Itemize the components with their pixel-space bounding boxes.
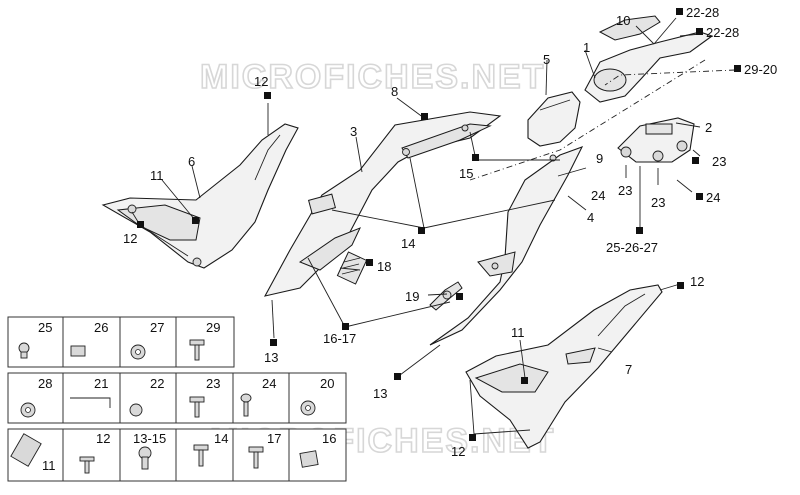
callout-1: 1 [583, 40, 590, 55]
callout-23-left: 23 [618, 183, 632, 198]
callout-13-right: 13 [373, 386, 387, 401]
legend-cell: 17 [232, 428, 291, 482]
callout-24-left: 24 [591, 188, 605, 203]
callout-12-left: 12 [123, 231, 137, 246]
callout-6: 6 [188, 154, 195, 169]
part-6-side-panel [101, 123, 299, 269]
callout-18: 18 [377, 259, 391, 274]
svg-text:26: 26 [94, 320, 108, 335]
part-3-tail-panel [263, 111, 502, 297]
svg-text:22: 22 [150, 376, 164, 391]
callout-12-top: 12 [254, 74, 268, 89]
callout-3: 3 [350, 124, 357, 139]
callout-4: 4 [587, 210, 594, 225]
svg-text:11: 11 [42, 458, 56, 473]
part-4-inner-panel [429, 146, 584, 346]
callout-7: 7 [625, 362, 632, 377]
callout-5: 5 [543, 52, 550, 67]
part-7-side-panel [465, 284, 663, 449]
callout-11-left: 11 [150, 168, 164, 183]
svg-text:17: 17 [267, 431, 281, 446]
callout-10: 10 [616, 13, 630, 28]
watermark-top: MICROFICHES.NET [200, 58, 545, 96]
legend-cell: 16 [288, 428, 347, 482]
callout-12-bottom: 12 [451, 444, 465, 459]
part-18-clip [336, 251, 368, 285]
callout-29-20: 29-20 [744, 62, 777, 77]
callout-9: 9 [596, 151, 603, 166]
hardware-legend: 25 26 27 29 28 21 [7, 316, 347, 482]
legend-cell: 13-15 [119, 428, 178, 482]
svg-text:12: 12 [96, 431, 110, 446]
svg-text:29: 29 [206, 320, 220, 335]
part-19-clip [429, 281, 463, 311]
svg-text:14: 14 [214, 431, 228, 446]
callout-23-middle: 23 [651, 195, 665, 210]
callout-25-26-27: 25-26-27 [606, 240, 658, 255]
legend-cell: 21 [62, 372, 122, 424]
callout-14: 14 [401, 236, 415, 251]
svg-text:23: 23 [206, 376, 220, 391]
legend-cell: 11 [7, 428, 65, 482]
legend-cell: 27 [119, 316, 178, 368]
svg-text:13-15: 13-15 [133, 431, 166, 446]
svg-text:28: 28 [38, 376, 52, 391]
callout-8: 8 [391, 84, 398, 99]
leader-lines [131, 17, 736, 435]
callout-16-17: 16-17 [323, 331, 356, 346]
callout-24-right: 24 [706, 190, 720, 205]
legend-cell: 22 [119, 372, 178, 424]
callout-13-left: 13 [264, 350, 278, 365]
svg-text:20: 20 [320, 376, 334, 391]
svg-text:25: 25 [38, 320, 52, 335]
callout-labels: 1 2 3 4 5 6 7 8 9 10 11 11 12 12 12 12 1… [123, 5, 777, 459]
callout-23-right: 23 [712, 154, 726, 169]
part-2-bracket [617, 117, 695, 163]
callout-19: 19 [405, 289, 419, 304]
legend-cell: 12 [62, 428, 122, 482]
legend-cell: 25 [7, 316, 65, 368]
legend-cell: 26 [62, 316, 122, 368]
callout-22-28-second: 22-28 [706, 25, 739, 40]
legend-cell: 23 [175, 372, 235, 424]
callout-12-right: 12 [690, 274, 704, 289]
callout-2: 2 [705, 120, 712, 135]
legend-cell: 29 [175, 316, 235, 368]
legend-cell: 28 [7, 372, 65, 424]
svg-text:16: 16 [322, 431, 336, 446]
callout-22-28-top: 22-28 [686, 5, 719, 20]
legend-cell: 14 [175, 428, 235, 482]
part-5-seat [527, 91, 581, 147]
callout-11-right: 11 [511, 325, 525, 340]
svg-text:21: 21 [94, 376, 108, 391]
svg-text:24: 24 [262, 376, 276, 391]
legend-cell: 20 [288, 372, 347, 424]
part-1-tail-cowl [584, 15, 714, 103]
reference-markers [137, 8, 741, 441]
legend-cell: 24 [232, 372, 291, 424]
callout-15: 15 [459, 166, 473, 181]
svg-text:27: 27 [150, 320, 164, 335]
